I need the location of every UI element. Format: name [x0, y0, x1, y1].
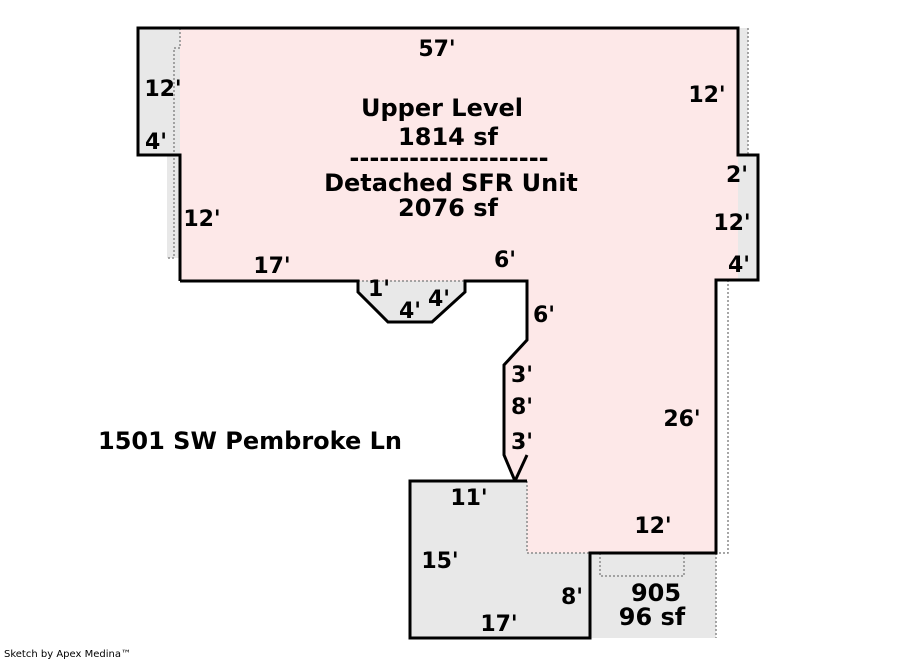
dotted-lines [167, 28, 749, 638]
dim-inner-side: 6' [533, 303, 555, 328]
dim-inner-top: 6' [494, 248, 516, 273]
dim-garage-top: 11' [450, 486, 487, 511]
dim-garage-bottom: 17' [480, 612, 517, 637]
bay-window-area [358, 281, 465, 322]
dim-bay-left: 4' [399, 299, 421, 324]
dim-bottom-left-width: 17' [253, 254, 290, 279]
dim-bay-top: 1' [368, 277, 390, 302]
separator-line: -------------------- [349, 144, 548, 172]
main-living-area [180, 28, 738, 553]
upper-level-area: 1814 sf [398, 123, 498, 151]
small-area-code: 905 [631, 579, 681, 607]
unit-area: 2076 sf [398, 194, 498, 222]
dim-left-lower-height: 12' [183, 207, 220, 232]
dim-right-lower: 26' [663, 407, 700, 432]
dim-right-ext-width: 4' [728, 253, 750, 278]
dim-top: 57' [418, 37, 455, 62]
dim-bottom-right: 12' [634, 514, 671, 539]
unit-title: Detached SFR Unit [324, 169, 578, 197]
sketch-credit: Sketch by Apex Medina™ [4, 649, 131, 660]
property-address: 1501 SW Pembroke Ln [98, 427, 402, 455]
dim-garage-left: 15' [421, 549, 458, 574]
garage-area [410, 481, 590, 638]
dim-left-ext-height: 12' [144, 77, 181, 102]
dim-right-ext-height: 12' [713, 211, 750, 236]
dim-bay-right: 4' [428, 287, 450, 312]
dim-left-ext-width: 4' [145, 130, 167, 155]
small-area-size: 96 sf [619, 603, 686, 631]
outlines [136, 26, 760, 640]
dim-right-upper: 12' [688, 83, 725, 108]
dim-right-jog: 2' [726, 163, 748, 188]
dim-jog-lower: 3' [511, 430, 533, 455]
upper-level-title: Upper Level [361, 94, 523, 122]
labels: 57' 12' 4' 12' 17' 1' 4' 4' 6' 6' 3' 8' … [4, 37, 751, 660]
left-bumpout-area [138, 28, 180, 258]
dim-jog-upper: 3' [511, 363, 533, 388]
dim-jog-mid: 8' [511, 395, 533, 420]
dim-garage-right: 8' [561, 585, 583, 610]
